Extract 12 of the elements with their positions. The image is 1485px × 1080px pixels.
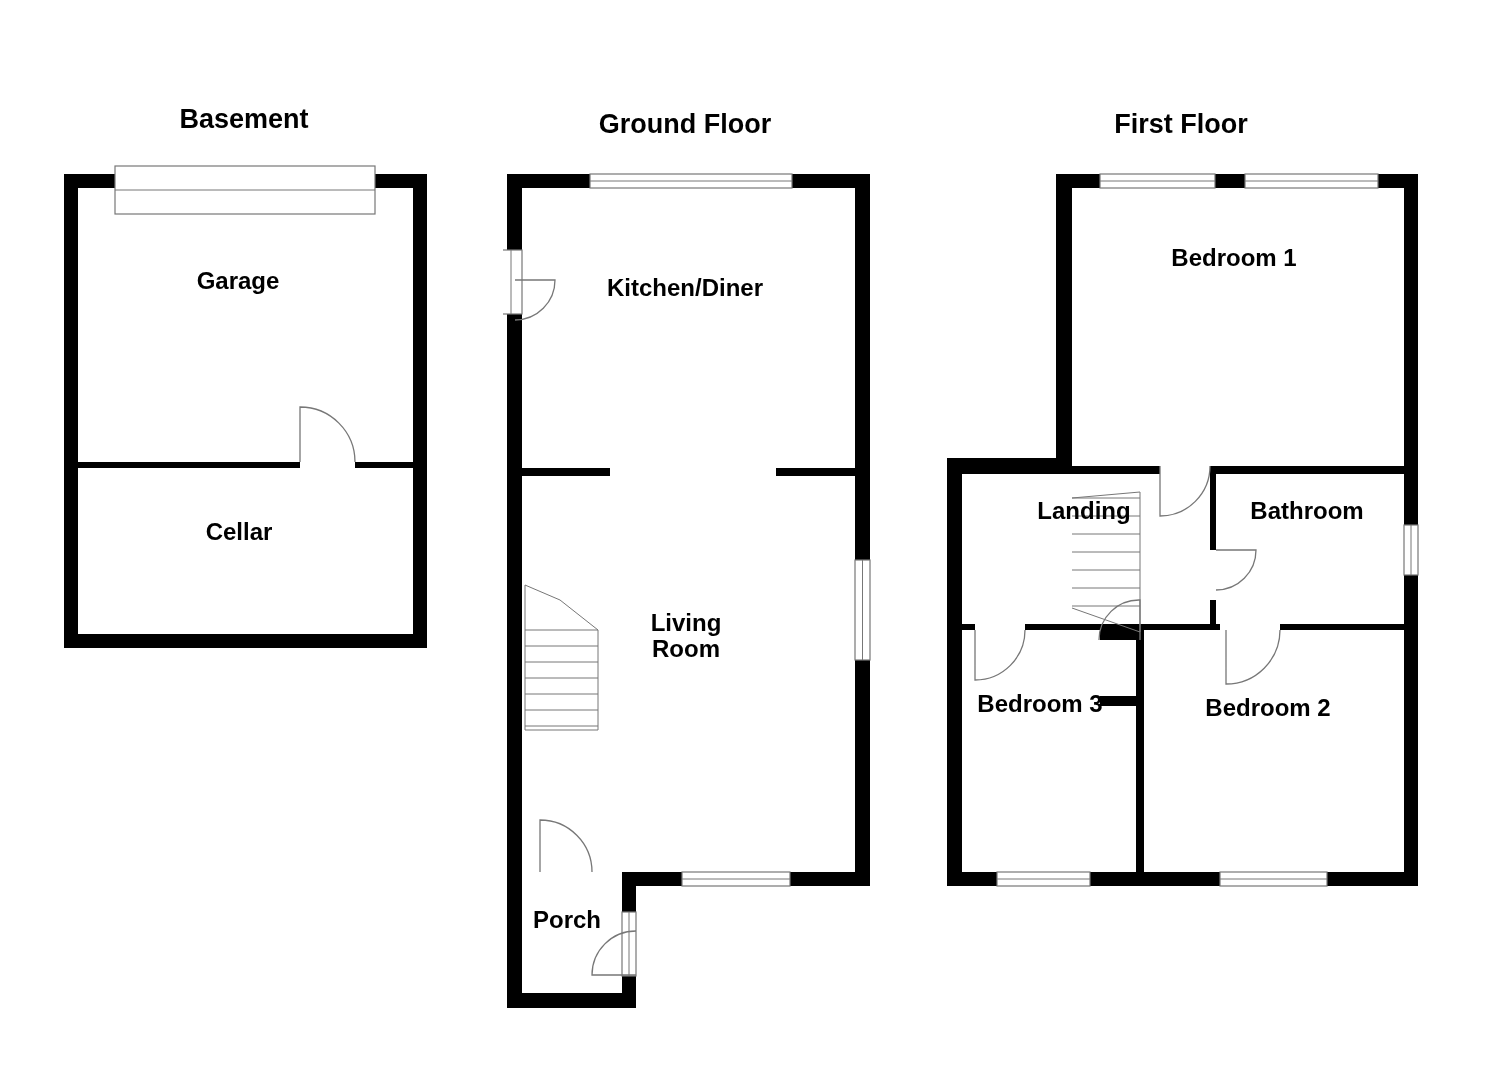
floor-heading: Ground Floor [598, 109, 772, 140]
room-label: Garage [196, 268, 280, 294]
floor-heading: Basement [179, 104, 309, 135]
floor-heading: First Floor [1114, 109, 1248, 140]
room-label: Porch [533, 907, 601, 933]
room-label: Living Room [649, 610, 723, 662]
room-label: Cellar [205, 519, 273, 545]
room-label: Kitchen/Diner [607, 275, 763, 301]
room-label: Bathroom [1250, 498, 1364, 524]
room-label: Landing [1037, 498, 1131, 524]
room-label: Bedroom 1 [1171, 245, 1297, 271]
room-label: Bedroom 2 [1205, 695, 1331, 721]
